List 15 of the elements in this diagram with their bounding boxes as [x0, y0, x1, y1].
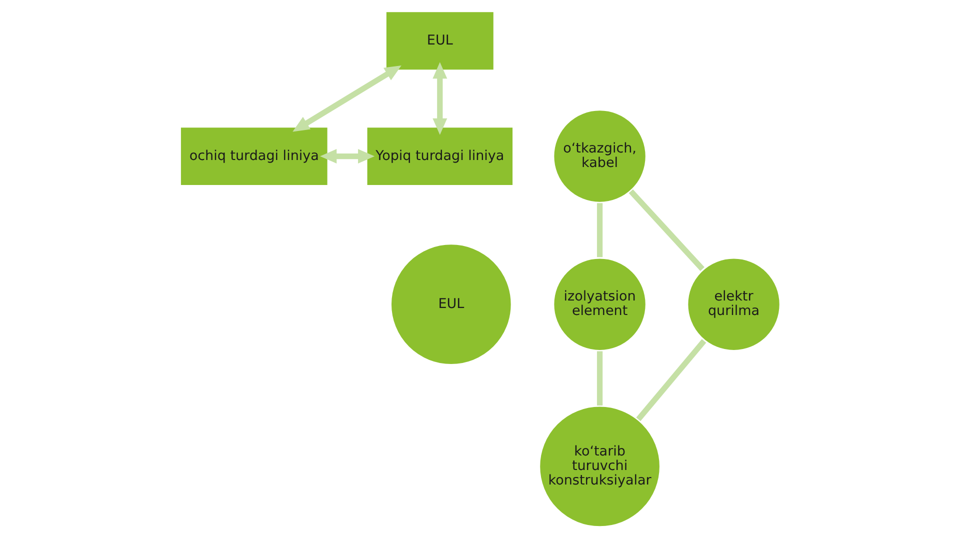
node-box: ochiq turdagi liniya: [180, 128, 327, 185]
node-box: EUL: [386, 12, 493, 70]
arrow: [432, 62, 447, 135]
node-circle: elektr qurilma: [685, 256, 782, 352]
connector: [636, 339, 706, 422]
node-circle: izolyatsion element: [551, 256, 648, 352]
node-circle: EUL: [388, 242, 513, 366]
connector: [628, 189, 704, 271]
node-circle: o‘tkazgich, kabel: [551, 108, 648, 204]
connector: [596, 203, 602, 258]
arrow: [320, 149, 374, 164]
connector: [596, 351, 602, 406]
node-box: Yopiq turdagi liniya: [366, 128, 512, 185]
node-circle: ko‘tarib turuvchi konstruksiyalar: [537, 404, 662, 528]
arrow: [292, 65, 401, 132]
